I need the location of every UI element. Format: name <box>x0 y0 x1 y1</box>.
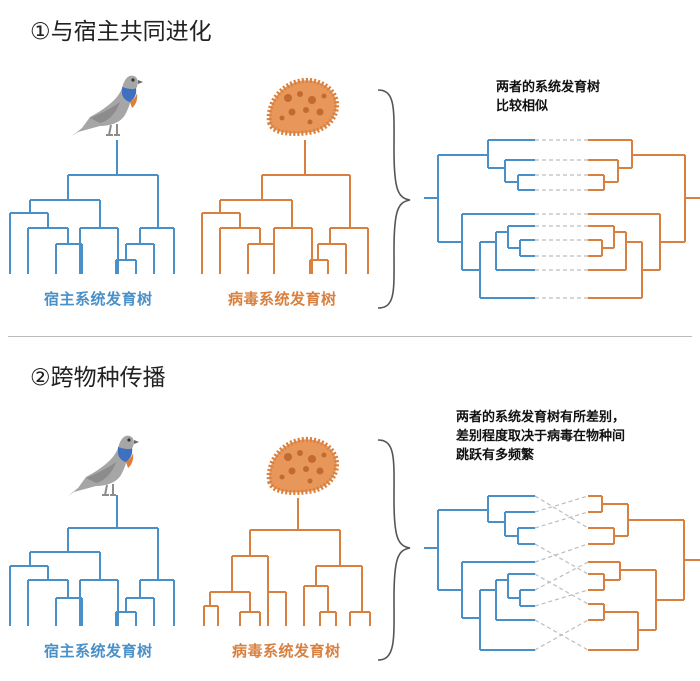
note-line: 比较相似 <box>496 99 549 114</box>
section-2-links <box>534 495 589 651</box>
section-1-title: ①与宿主共同进化 <box>30 19 212 45</box>
note-line: 两者的系统发育树有所差别， <box>456 410 626 425</box>
section-1-virus-tree <box>201 140 369 274</box>
section-2-host-tree <box>9 495 175 626</box>
section-divider <box>8 336 692 337</box>
section-1-virus-label: 病毒系统发育树 <box>228 290 337 308</box>
section-2-virus-icon <box>269 439 336 492</box>
section-1-pigeon-icon <box>71 74 144 137</box>
note-line: 跳跃有多频繁 <box>456 448 535 463</box>
section-1-virus-icon <box>269 80 336 133</box>
section-1-brace-icon <box>377 89 411 309</box>
section-1-host-tree <box>9 140 175 274</box>
note-line: 两者的系统发育树 <box>496 80 601 95</box>
section-2-compare-virus-tree <box>588 495 700 651</box>
section-2-host-label: 宿主系统发育树 <box>44 642 153 660</box>
section-1-note: 两者的系统发育树 比较相似 <box>496 78 600 116</box>
section-2-brace-icon <box>377 439 411 661</box>
section-1-compare-virus-tree <box>588 139 700 299</box>
section-2-virus-tree <box>203 498 371 626</box>
note-line: 差别程度取决于病毒在物种间 <box>456 429 626 444</box>
section-1-compare-host-tree <box>424 139 535 299</box>
section-2-pigeon-icon <box>67 434 140 497</box>
section-2-note: 两者的系统发育树有所差别， 差别程度取决于病毒在物种间 跳跃有多频繁 <box>456 408 625 465</box>
section-2-title: ②跨物种传播 <box>30 365 166 391</box>
section-1-links <box>535 139 588 299</box>
section-2-compare-host-tree <box>424 495 535 651</box>
section-2-virus-label: 病毒系统发育树 <box>232 642 341 660</box>
section-1-host-label: 宿主系统发育树 <box>44 290 153 308</box>
